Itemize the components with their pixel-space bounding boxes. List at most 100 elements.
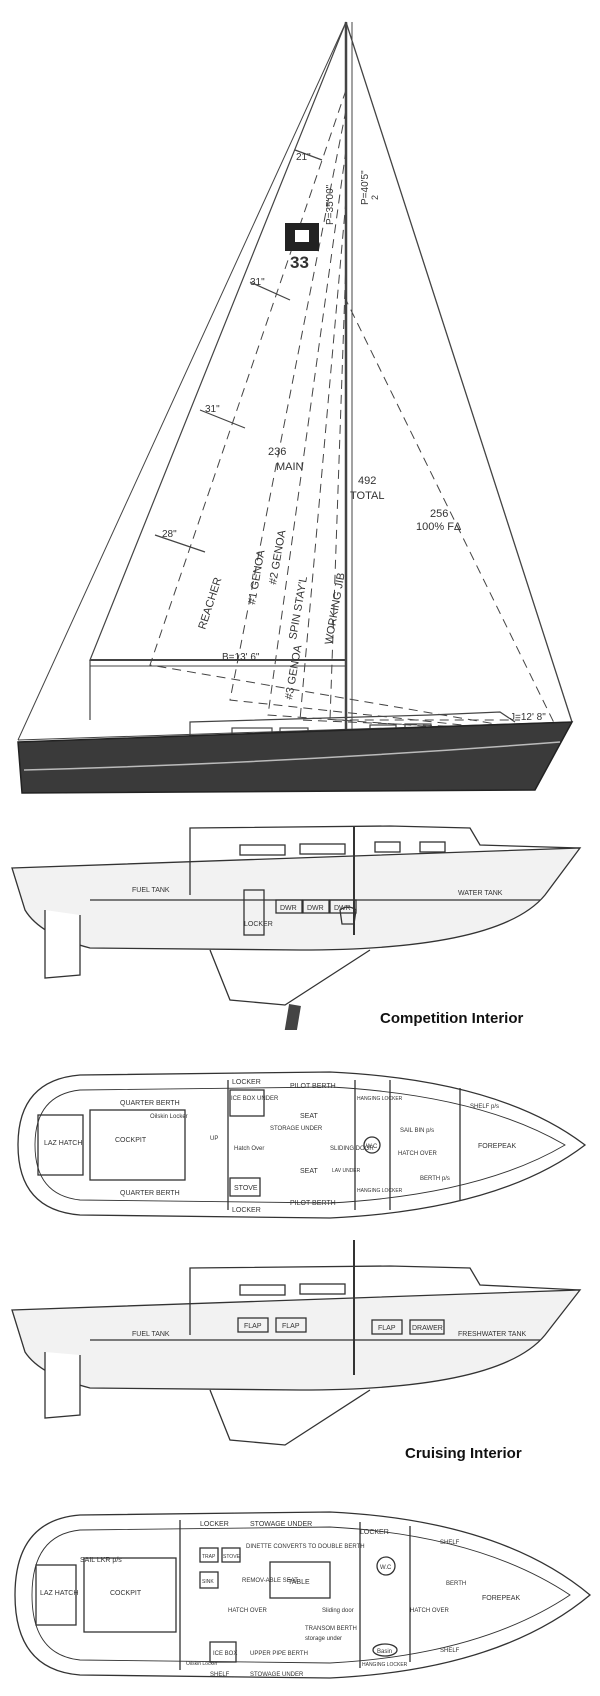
comp-dwr2-box xyxy=(302,899,330,914)
cruise-stove-box xyxy=(221,1547,241,1563)
forestay xyxy=(345,21,573,723)
cruise-flap2: FLAP xyxy=(282,1323,300,1330)
comp-port-3 xyxy=(374,841,401,853)
comp-quarter-top: QUARTER BERTH xyxy=(120,1100,180,1107)
genoa-leech xyxy=(345,299,561,736)
cruise-trap: TRAP xyxy=(202,1554,216,1560)
comp-wc: W.C xyxy=(366,1144,378,1150)
comp-pilot-top: PILOT BERTH xyxy=(290,1083,336,1090)
comp-cockpit-box xyxy=(89,1109,186,1181)
comp-cockpit: COCKPIT xyxy=(115,1137,147,1144)
cruise-hanging: HANGING LOCKER xyxy=(362,1662,408,1668)
comp-port-4 xyxy=(419,841,446,853)
cruise-icebox-box xyxy=(209,1641,237,1663)
competition-plan-drawing: LAZ HATCH COCKPIT QUARTER BERTH QUARTER … xyxy=(17,1071,587,1219)
comp-stove-box xyxy=(229,1177,261,1197)
sail-plan-drawing: 33 P=35'00" P=40'5" 2 B=13' 6" J=12' 8" … xyxy=(17,21,574,794)
cruise-drawer-box xyxy=(409,1319,445,1335)
logo-number: 33 xyxy=(290,253,309,272)
cruising-caption: Cruising Interior xyxy=(405,1445,522,1462)
area-fore-value: 256 xyxy=(430,508,448,520)
cruise-table: TABLE xyxy=(288,1579,310,1586)
comp-locker-top: LOCKER xyxy=(232,1079,261,1086)
cruise-cockpit-box xyxy=(83,1557,177,1633)
comp-keel-bulb xyxy=(284,1004,301,1030)
comp-stove: STOVE xyxy=(234,1185,258,1192)
comp-shelf: SHELF p/s xyxy=(470,1104,499,1110)
dim-b: B=13' 6" xyxy=(222,652,260,663)
comp-sliding: SLIDING DOOR xyxy=(330,1146,374,1152)
comp-laz-hatch: LAZ HATCH xyxy=(44,1140,82,1147)
comp-up: UP xyxy=(210,1136,218,1142)
comp-locker-box xyxy=(243,889,265,936)
comp-seat-top: SEAT xyxy=(300,1113,318,1120)
comp-dwr3-box xyxy=(329,899,357,914)
boot-stripe xyxy=(23,741,561,771)
comp-dwr2: DWR xyxy=(307,905,324,912)
cruise-flap1: FLAP xyxy=(244,1323,262,1330)
batten-label-4: 28" xyxy=(162,529,177,540)
area-fore-label: 100% FΔ xyxy=(416,521,462,533)
comp-dwr1-box xyxy=(275,899,303,914)
comp-locker: LOCKER xyxy=(244,921,273,928)
cruise-wc: W.C xyxy=(380,1565,392,1571)
cruise-flap1-box xyxy=(237,1317,269,1333)
competition-caption: Competition Interior xyxy=(380,1010,524,1027)
cruise-drawer: DRAWER xyxy=(412,1325,443,1332)
cruise-laz-hatch: LAZ HATCH xyxy=(40,1590,78,1597)
cruising-plan-drawing: LAZ HATCH COCKPIT SAIL LKR p/s LOCKER ST… xyxy=(14,1511,592,1679)
cruise-wc-shape xyxy=(376,1556,396,1576)
cruise-removable: REMOV-ABLE SEAT xyxy=(242,1578,298,1584)
spin-outline xyxy=(299,199,541,731)
class-logo: 33 xyxy=(285,223,319,272)
area-total-label: TOTAL xyxy=(350,490,384,502)
cruise-dinette: DINETTE CONVERTS TO DOUBLE BERTH xyxy=(246,1544,365,1550)
cruise-fuel-tank: FUEL TANK xyxy=(132,1331,170,1338)
comp-icebox: ICE BOX UNDER xyxy=(231,1096,279,1102)
cruise-sail-lkr: SAIL LKR p/s xyxy=(80,1557,122,1564)
batten-3 xyxy=(199,409,246,429)
comp-plan-hull xyxy=(17,1071,587,1219)
cruise-oilskin: Oilskin Locker xyxy=(186,1661,218,1667)
comp-pilot-bot: PILOT BERTH xyxy=(290,1200,336,1207)
batten-label-1: 21" xyxy=(296,152,311,163)
cruise-flap3: FLAP xyxy=(378,1325,396,1332)
dim-p: P=35'00" xyxy=(325,184,336,225)
cruise-icebox: ICE BOX xyxy=(213,1651,237,1657)
cruise-transom: TRANSOM BERTH xyxy=(305,1626,357,1632)
batten-4 xyxy=(154,534,206,553)
reacher-outline xyxy=(149,89,561,736)
comp-fuel-tank: FUEL TANK xyxy=(132,887,170,894)
cruise-flap2-box xyxy=(275,1317,307,1333)
comp-hanging-top: HANGING LOCKER xyxy=(357,1096,403,1102)
sail-genoa3: #3 GENOA xyxy=(283,644,304,701)
mainsail xyxy=(89,21,347,661)
comp-cabin xyxy=(189,825,581,895)
cruise-hatch-over: HATCH OVER xyxy=(228,1608,268,1614)
cruise-port-2 xyxy=(299,1283,346,1295)
cruise-trap-box xyxy=(199,1547,219,1563)
cruise-basin-shape xyxy=(372,1643,398,1657)
comp-locker-bot: LOCKER xyxy=(232,1207,261,1214)
cruise-plan-deck xyxy=(31,1526,571,1664)
comp-plan-deck xyxy=(34,1086,566,1204)
batten-label-3: 31" xyxy=(205,404,220,415)
cruise-table-box xyxy=(269,1561,331,1599)
sail-genoa2: #2 GENOA xyxy=(267,529,288,586)
hull xyxy=(17,721,574,794)
comp-toilet-shape xyxy=(339,906,357,925)
area-main-value: 236 xyxy=(268,446,286,458)
sail-reacher: REACHER xyxy=(196,576,224,631)
comp-dwr1: DWR xyxy=(280,905,297,912)
comp-seat-bot: SEAT xyxy=(300,1168,318,1175)
cruise-shelf-top: SHELF xyxy=(440,1540,460,1546)
backstay xyxy=(17,21,347,741)
comp-hull xyxy=(11,847,582,951)
genoa1-outline xyxy=(229,109,556,736)
cruise-rudder xyxy=(44,1352,81,1419)
cruise-berth: BERTH xyxy=(446,1581,466,1587)
cruise-port-1 xyxy=(239,1284,286,1296)
dim-p2: P=40'5" xyxy=(360,170,371,205)
working-outline xyxy=(329,259,520,721)
area-main-label: MAIN xyxy=(276,461,304,473)
